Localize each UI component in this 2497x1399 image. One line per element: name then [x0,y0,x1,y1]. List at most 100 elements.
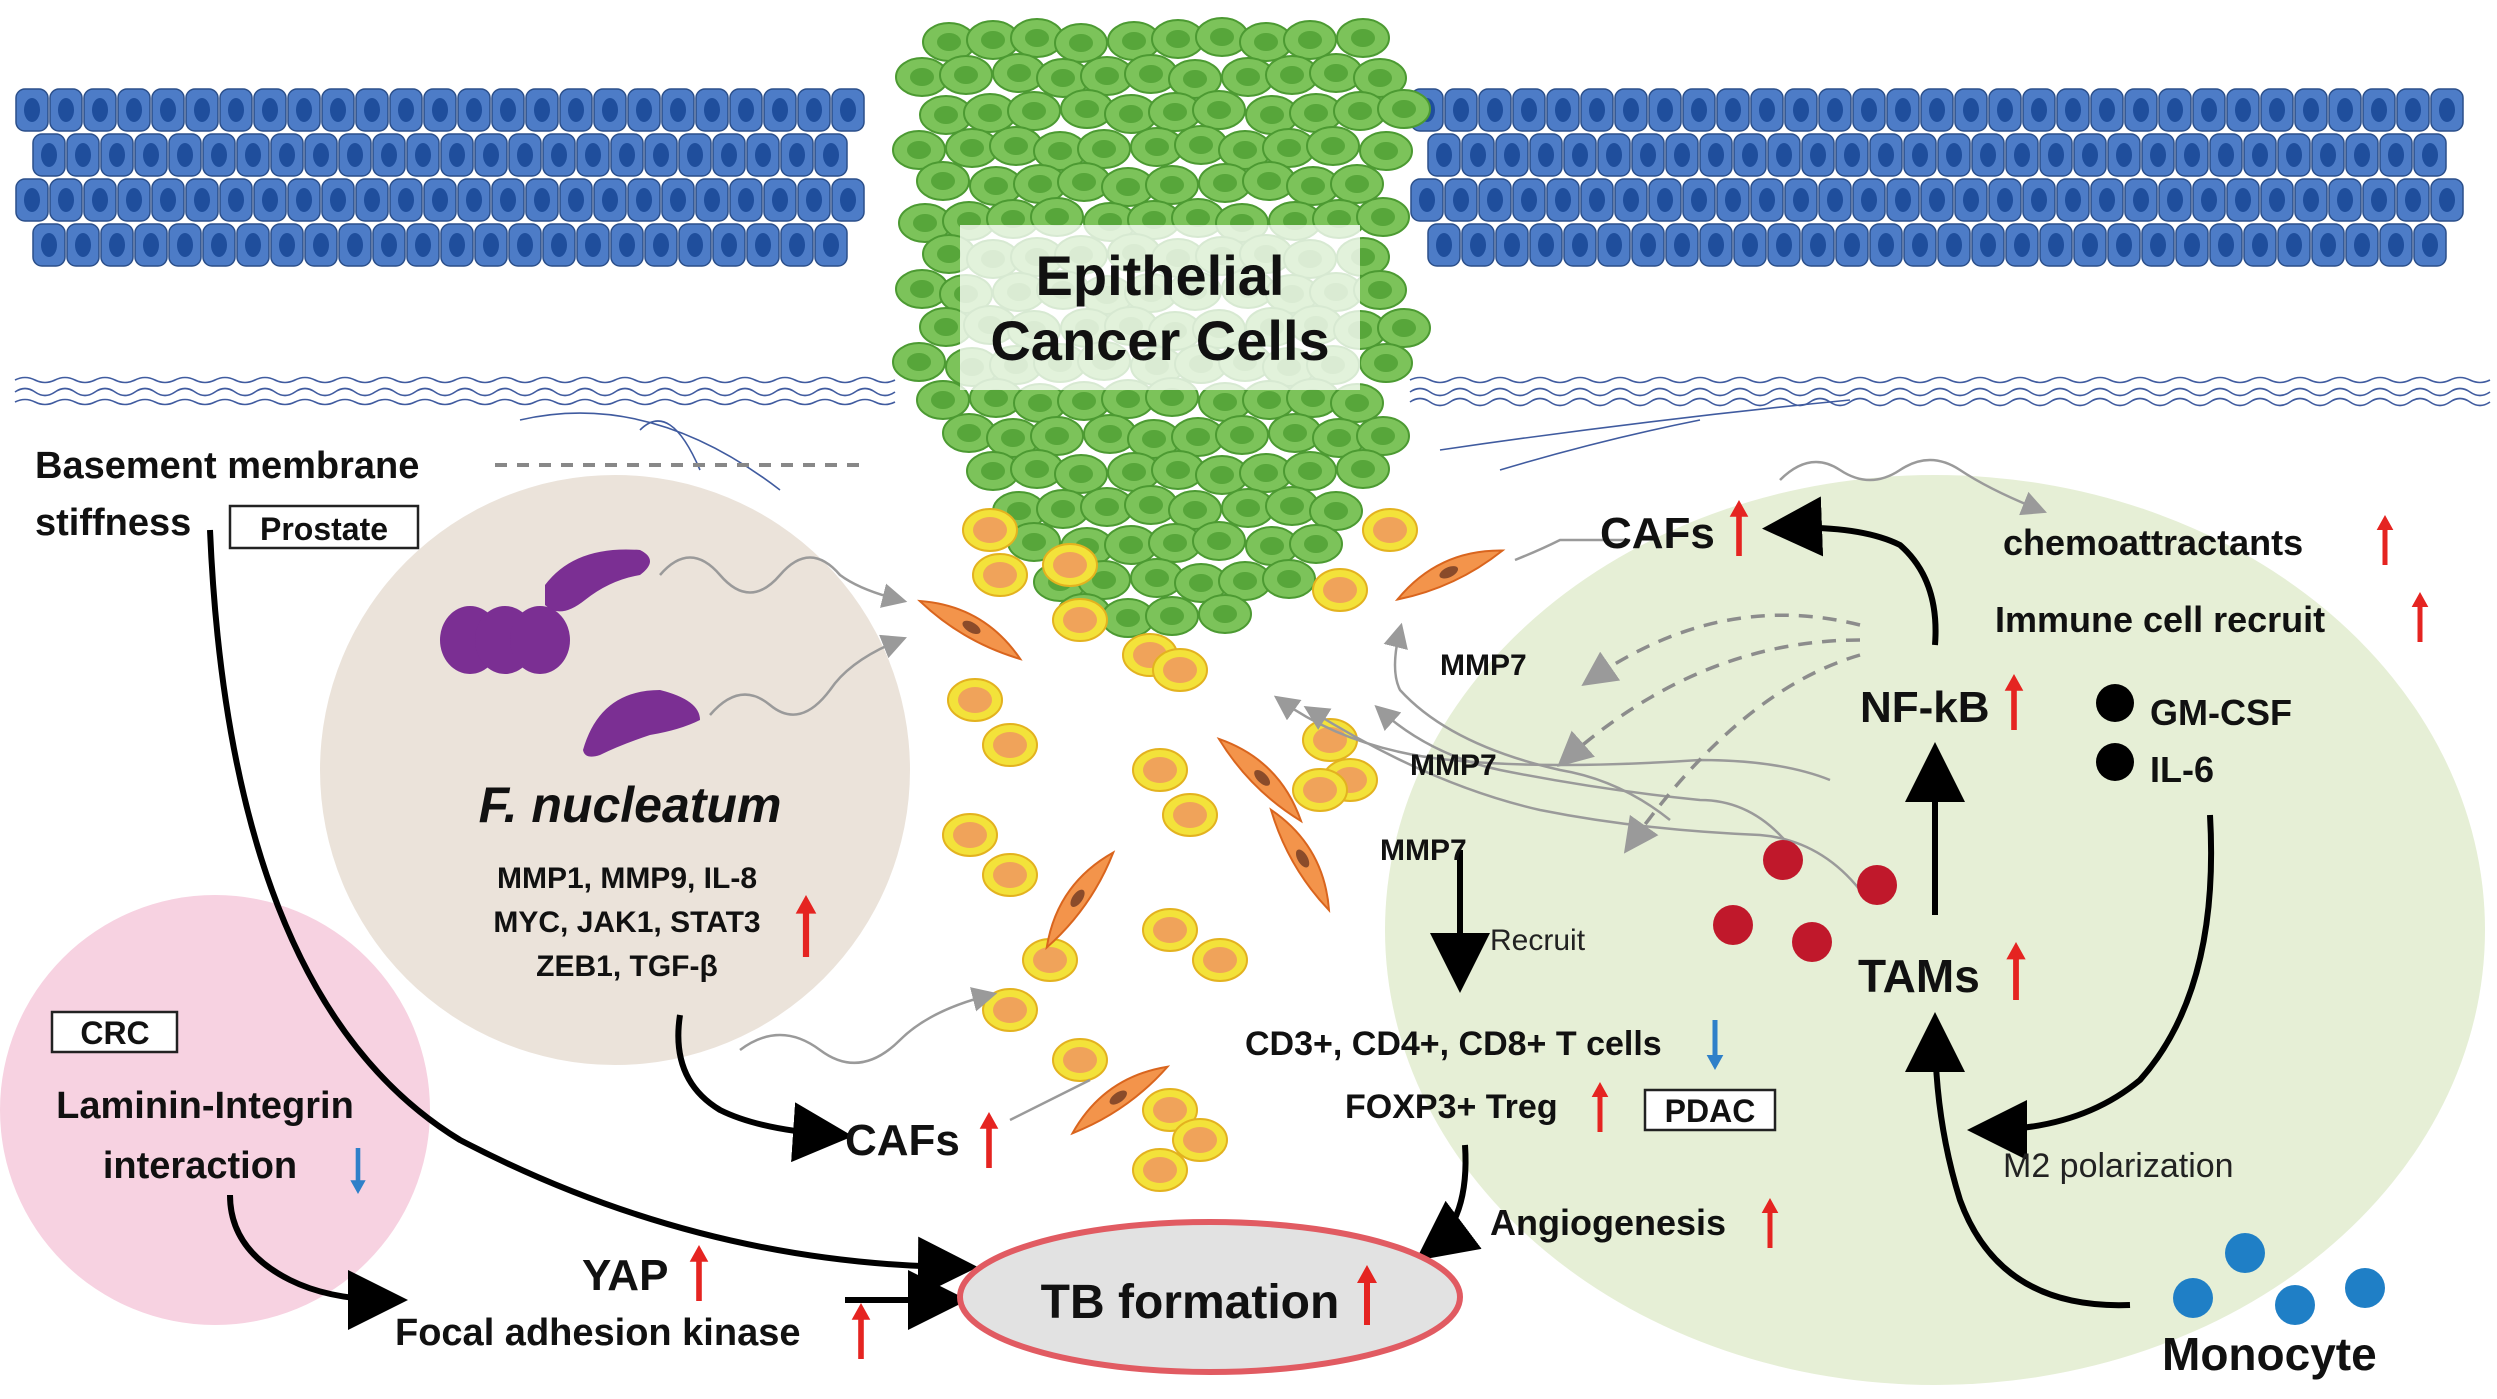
normal-cell [83,88,117,132]
normal-cell [2090,88,2124,132]
normal-cell [2243,223,2277,267]
basement-membrane [14,376,2491,491]
normal-cell [66,223,100,267]
normal-cell [1954,178,1988,222]
normal-cell [2022,88,2056,132]
cancer-cell [1195,455,1249,495]
normal-cell [1835,133,1869,177]
fn-genes-2: MYC, JAK1, STAT3 [493,906,760,939]
normal-cell [457,88,491,132]
fn-genes-1: MMP1, MMP9, IL-8 [497,862,757,895]
normal-cell [32,133,66,177]
immune-up-arrow [2411,592,2429,642]
cancer-cell [1218,130,1272,170]
cancer-cell [1080,487,1134,527]
prostate-box [228,504,420,550]
normal-cell [15,88,49,132]
membrane-fiber [639,420,701,471]
normal-cell [1546,178,1580,222]
normal-cell [1716,88,1750,132]
normal-cell [1529,133,1563,177]
cancer-cell [1010,449,1064,489]
normal-cell [576,223,610,267]
cancer-cell [1127,419,1181,459]
laminin-label-2: interaction [103,1145,297,1187]
normal-cell [2192,88,2226,132]
cancer-cell [1124,485,1178,525]
caf-cell [1070,1065,1171,1136]
normal-cell [372,223,406,267]
normal-cell [2056,178,2090,222]
normal-cell [2175,223,2209,267]
normal-cell [2124,178,2158,222]
normal-cell [2379,223,2413,267]
normal-cell [2430,178,2464,222]
cafs-bottom-up-arrow [979,1112,999,1168]
normal-cell [2192,178,2226,222]
normal-cell [1920,178,1954,222]
normal-cell [1937,133,1971,177]
budding-cell [1292,768,1348,812]
normal-cell [831,88,865,132]
normal-cell [1988,178,2022,222]
cancer-cell [1356,197,1410,237]
budding-cell [947,678,1003,722]
cancer-cell [1239,22,1293,62]
bacterium-3 [583,690,700,757]
normal-cell [831,178,865,222]
membrane-fiber [14,398,896,406]
fn-bacteria-group [440,549,700,757]
membrane-fiber [1439,399,1851,451]
normal-cell [1614,178,1648,222]
normal-cell [1495,133,1529,177]
yap-label: YAP [582,1251,668,1300]
normal-cell [797,88,831,132]
cancer-cell [1377,89,1431,129]
normal-cell [2396,178,2430,222]
normal-cell [1682,88,1716,132]
caf-cell [1394,549,1506,602]
yap-up-arrow [689,1245,709,1301]
normal-cell [1954,88,1988,132]
cancer-cell [939,55,993,95]
cancer-cell [1262,128,1316,168]
normal-cell [746,223,780,267]
normal-cell [661,88,695,132]
normal-cell [2005,133,2039,177]
cancer-cell [1104,525,1158,565]
gmcsf-label: GM-CSF [2150,692,2292,733]
cancer-cell [1289,524,1343,564]
normal-cell [1784,178,1818,222]
cancer-cell [1080,56,1134,96]
cancer-cell [1353,58,1407,98]
cancer-cell [892,130,946,170]
fak-up-arrow [851,1303,871,1359]
normal-cell [763,178,797,222]
laminin-label-1: Laminin-Integrin [56,1085,354,1127]
normal-cell [2277,223,2311,267]
normal-cell [2090,178,2124,222]
normal-cell [1512,178,1546,222]
normal-cell [219,88,253,132]
angiogenesis-label: Angiogenesis [1490,1202,1726,1243]
normal-cell [287,178,321,222]
basement-label-2: stiffness [35,502,191,544]
normal-cell [2039,133,2073,177]
normal-cell [2226,88,2260,132]
normal-cell [2294,178,2328,222]
cancer-cell [942,413,996,453]
cancer-cell [1007,91,1061,131]
normal-cell [576,133,610,177]
cancer-cell [1174,563,1228,603]
normal-cell [151,88,185,132]
normal-cell [610,133,644,177]
normal-cell [168,223,202,267]
normal-cell [1835,223,1869,267]
cancer-cell [892,342,946,382]
normal-cell [525,178,559,222]
cancer-cell [1262,559,1316,599]
normal-cell [1699,223,1733,267]
tcells-label: CD3+, CD4+, CD8+ T cells [1245,1025,1662,1063]
normal-cell [525,88,559,132]
cancer-cell [1218,561,1272,601]
